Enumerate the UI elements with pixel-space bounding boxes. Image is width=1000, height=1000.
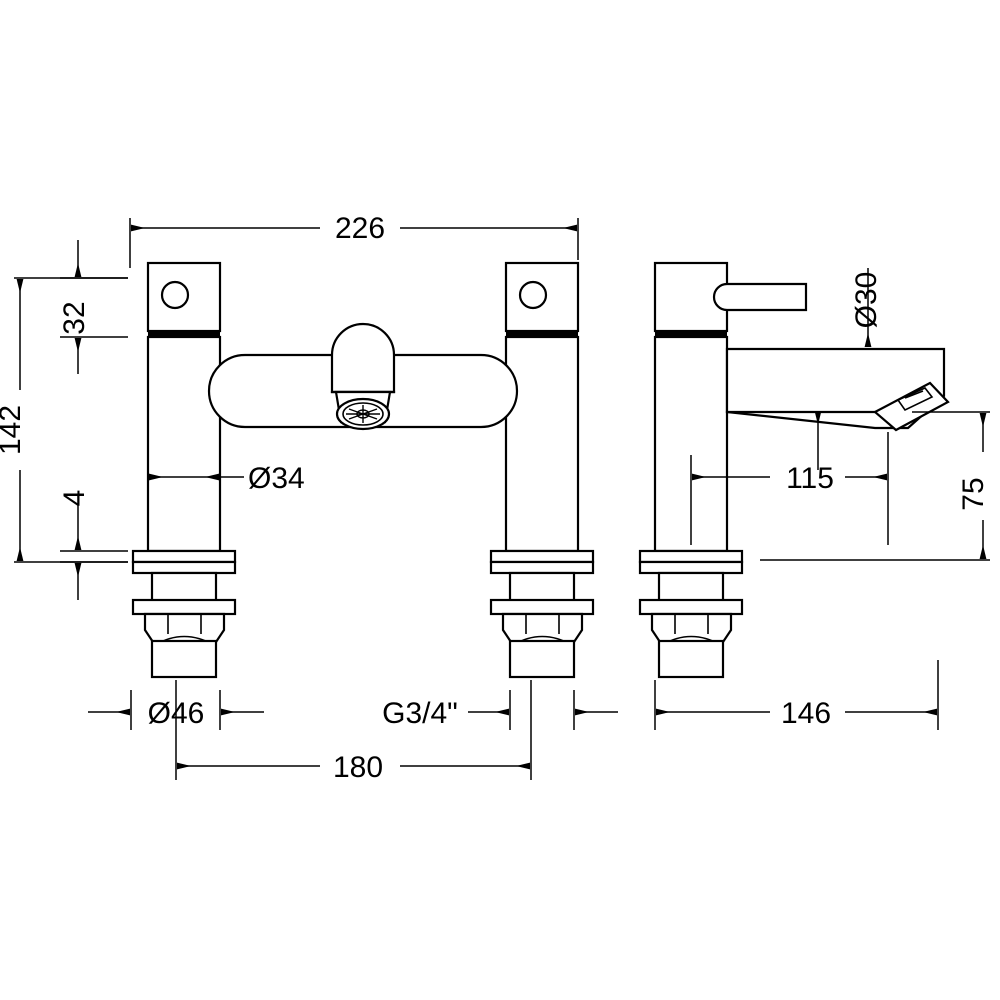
- spout-body-front: [209, 324, 517, 429]
- right-flange-plate: [491, 551, 593, 562]
- dimension-d34-label: Ø34: [248, 462, 305, 495]
- right-threaded-tail: [510, 641, 574, 677]
- side-flange-plate: [640, 551, 742, 562]
- side-spout-arm: [727, 349, 948, 430]
- dimension-180: 180: [176, 680, 531, 784]
- dimension-d30-label: Ø30: [850, 272, 883, 329]
- dimension-75-label: 75: [957, 477, 990, 510]
- left-pillar-shaft: [148, 337, 220, 551]
- dimension-d30: Ø30: [850, 268, 883, 346]
- dimension-115-label: 115: [786, 462, 834, 495]
- left-flange-plate-lower: [133, 562, 235, 573]
- side-threaded-tail: [659, 641, 723, 677]
- side-flange-plate-lower: [640, 562, 742, 573]
- dimension-226-label: 226: [335, 212, 385, 245]
- dimension-142-label: 142: [0, 405, 27, 455]
- left-flange-plate: [133, 551, 235, 562]
- front-elevation-view: 226 142 32: [0, 212, 618, 784]
- dimension-146-label: 146: [781, 697, 831, 730]
- outlet-boss-upper: [332, 324, 394, 392]
- left-washer: [133, 600, 235, 614]
- side-pillar-assembly: [640, 263, 806, 677]
- left-valve-head: [148, 263, 220, 331]
- left-threaded-tail: [152, 641, 216, 677]
- right-washer: [491, 600, 593, 614]
- dimension-4-label: 4: [58, 490, 91, 507]
- right-pillar-shaft: [506, 337, 578, 551]
- dimension-g34-label: G3/4": [382, 697, 458, 730]
- dimension-226: 226: [130, 212, 578, 268]
- dimension-32-label: 32: [58, 301, 91, 334]
- side-washer: [640, 600, 742, 614]
- dimension-4: 4: [58, 490, 128, 600]
- side-lever-handle: [714, 284, 806, 310]
- dimension-g34: G3/4": [382, 690, 618, 730]
- side-elevation-view: Ø30 115 75: [640, 263, 990, 730]
- right-valve-head: [506, 263, 578, 331]
- dimension-180-label: 180: [333, 751, 383, 784]
- right-flange-plate-lower: [491, 562, 593, 573]
- dimension-32: 32: [58, 240, 128, 374]
- right-pillar-assembly: [491, 263, 593, 677]
